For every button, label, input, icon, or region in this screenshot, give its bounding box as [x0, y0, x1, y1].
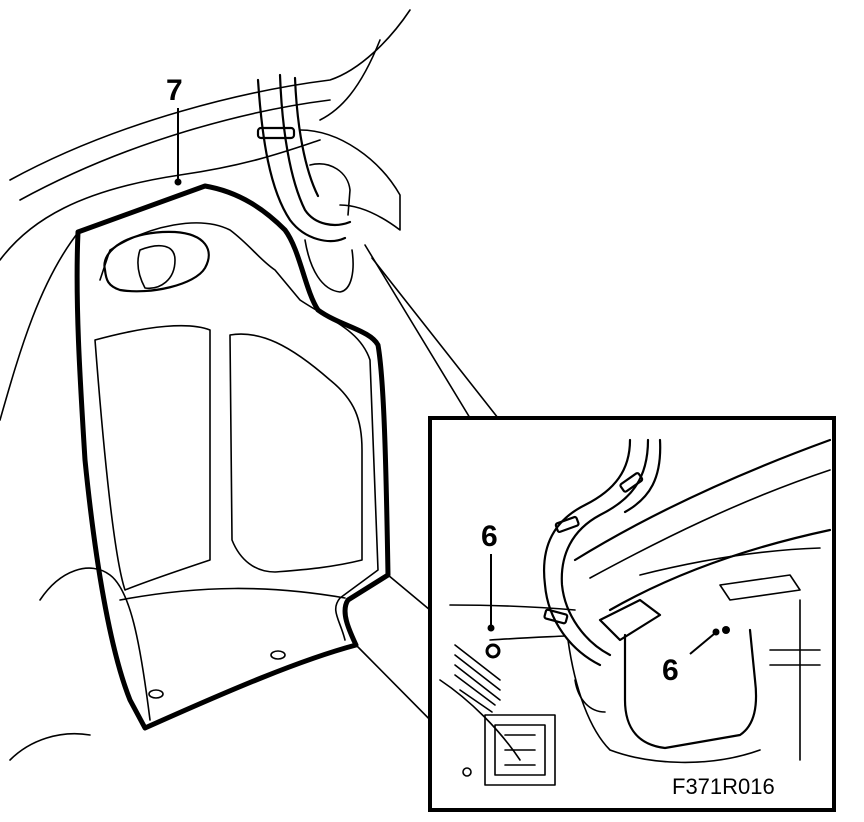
callout-6-left: 6 [481, 520, 498, 553]
panel-bottom-edge [119, 587, 346, 601]
body-contour-line [0, 229, 81, 421]
bracket-shape [309, 163, 351, 216]
trim-panel-corner [623, 628, 758, 750]
cable-tie [619, 472, 644, 493]
right-side-edge [769, 599, 821, 761]
trim-panel-corner [574, 679, 606, 713]
callout-7: 7 [166, 74, 183, 107]
main-view: 7 [0, 9, 499, 761]
fastener-small [462, 767, 472, 777]
cross-beam [608, 528, 831, 612]
body-contour-line [9, 9, 411, 181]
callout-6-right-leader [689, 633, 715, 655]
floor-line [449, 604, 576, 611]
wiring-harness [293, 76, 320, 198]
inset-pointer-line [364, 244, 471, 419]
grip-pocket [103, 230, 210, 293]
fastener [485, 643, 501, 659]
wiring-harness [543, 438, 632, 667]
figure-code: F371R016 [672, 774, 775, 799]
fastener [722, 626, 730, 634]
callout-7-dot [174, 178, 182, 186]
floor-line [387, 574, 431, 611]
clip-bracket [598, 598, 662, 642]
cable-tie [543, 608, 569, 625]
bracket-shape [304, 239, 354, 293]
bracket-block [484, 714, 556, 786]
cross-beam [573, 438, 831, 562]
cross-beam-slot [719, 574, 801, 601]
wiring-harness [256, 78, 347, 242]
bracket-block [494, 724, 546, 776]
trim-panel-outline [74, 183, 391, 731]
body-contour-line [0, 139, 321, 261]
panel-emboss-left [94, 324, 211, 591]
fastener-hole [148, 689, 164, 699]
cable-tie [554, 515, 580, 533]
callout-6-left-dot [487, 624, 495, 632]
panel-emboss-right [229, 333, 363, 573]
ribbed-component [454, 644, 501, 713]
floor-line [489, 635, 566, 641]
callout-6-right-dot [712, 628, 720, 636]
cross-beam [639, 547, 821, 576]
wiring-harness [623, 438, 662, 514]
trim-panel-inner [99, 222, 379, 641]
inset-detail: 6 6 F371R016 [428, 416, 836, 812]
inset-frame [428, 416, 836, 812]
body-contour-line [9, 732, 91, 761]
fastener-hole [270, 650, 286, 660]
callout-6-right: 6 [662, 654, 679, 687]
trim-panel-corner [567, 639, 761, 764]
body-contour-line [39, 567, 151, 721]
cable-tie [256, 126, 296, 140]
inset-pointer-line [371, 257, 499, 419]
bracket-shape [299, 129, 401, 231]
body-contour-line [319, 39, 381, 121]
grip-pocket-detail [137, 244, 176, 289]
wiring-harness [278, 73, 352, 226]
cross-beam [589, 469, 831, 579]
